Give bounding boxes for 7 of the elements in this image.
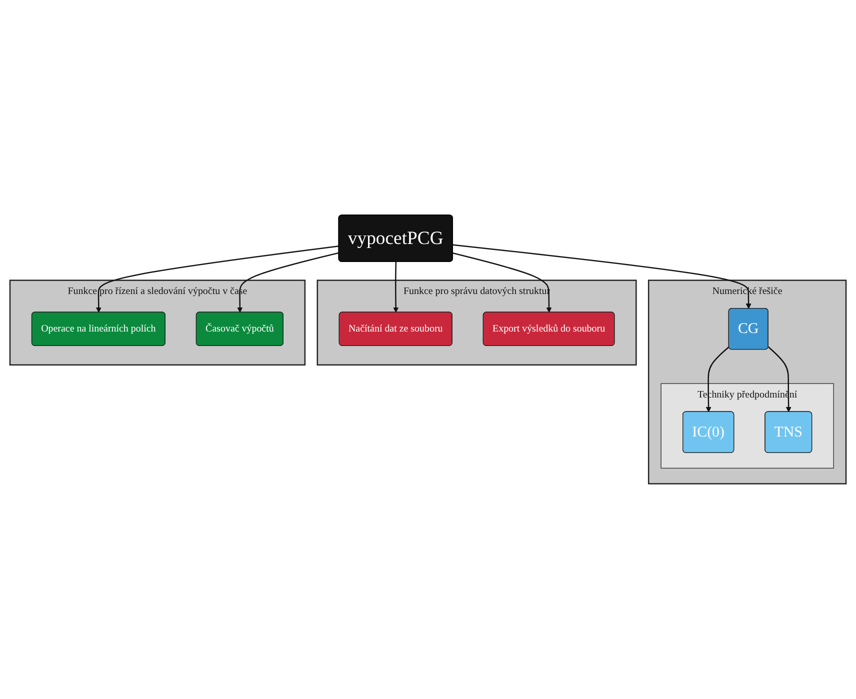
arrow — [706, 346, 730, 412]
arrow — [452, 252, 552, 313]
arrow — [96, 246, 339, 313]
arrow — [452, 244, 752, 309]
arrow — [393, 262, 399, 313]
arrow — [768, 346, 792, 412]
arrow — [237, 252, 340, 313]
